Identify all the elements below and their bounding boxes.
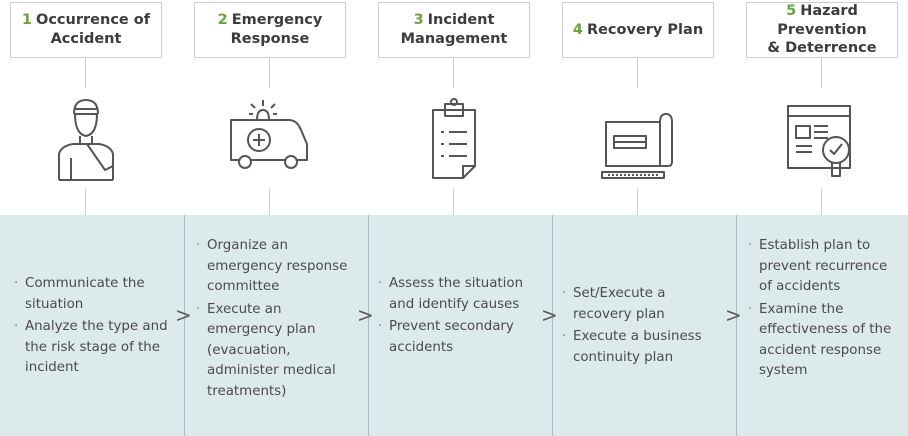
column-divider	[552, 215, 553, 436]
step-arrow: >	[541, 303, 558, 327]
step-title-line2: Response	[230, 31, 310, 47]
connector-line	[85, 188, 86, 215]
step-4-description: Set/Execute a recovery plan Execute a bu…	[562, 284, 722, 370]
inspection-icon	[780, 92, 864, 182]
connector-line	[269, 58, 270, 88]
step-title-line1: Hazard Prevention	[777, 3, 867, 38]
list-item: Examine the effectiveness of the acciden…	[748, 300, 904, 382]
step-1-description: Communicate the situation Analyze the ty…	[14, 274, 174, 381]
list-item: Prevent secondary accidents	[378, 317, 538, 358]
column-divider	[184, 215, 185, 436]
connector-line	[85, 58, 86, 88]
connector-line	[821, 188, 822, 215]
step-3-description: Assess the situation and identify causes…	[378, 274, 538, 360]
list-item: Execute a business continuity plan	[562, 327, 722, 368]
connector-line	[821, 58, 822, 88]
clipboard-icon	[419, 92, 489, 182]
step-number: 2	[217, 12, 228, 29]
step-2-description: Organize an emergency response committee…	[196, 236, 356, 404]
list-item: Assess the situation and identify causes	[378, 274, 538, 315]
list-item: Analyze the type and the risk stage of t…	[14, 317, 174, 379]
column-divider	[368, 215, 369, 436]
step-title-line1: Occurrence of	[36, 12, 151, 29]
step-number: 1	[21, 12, 33, 29]
connector-line	[453, 188, 454, 215]
step-title-line1: Recovery Plan	[586, 21, 704, 38]
step-title-line1: Incident	[427, 12, 495, 29]
connector-line	[269, 188, 270, 215]
step-number: 3	[413, 12, 424, 29]
list-item: Execute an emergency plan (evacuation, a…	[196, 300, 356, 403]
step-number: 4	[572, 21, 583, 38]
ambulance-icon	[227, 92, 313, 182]
connector-line	[453, 58, 454, 88]
step-arrow: >	[725, 303, 742, 327]
injured-person-icon	[51, 92, 121, 182]
step-title-line2: Management	[400, 31, 508, 47]
list-item: Communicate the situation	[14, 274, 174, 315]
step-title-line1: Emergency	[231, 12, 323, 29]
step-5-description: Establish plan to prevent recurrence of …	[748, 236, 904, 384]
connector-line	[637, 58, 638, 88]
step-arrow: >	[357, 303, 374, 327]
step-number: 5	[786, 3, 797, 20]
column-divider	[736, 215, 737, 436]
list-item: Establish plan to prevent recurrence of …	[748, 236, 904, 298]
step-title-line2: Accident	[50, 31, 122, 47]
list-item: Set/Execute a recovery plan	[562, 284, 722, 325]
step-title-line2: & Deterrence	[767, 40, 877, 57]
blueprint-icon	[598, 92, 678, 182]
list-item: Organize an emergency response committee	[196, 236, 356, 298]
step-arrow: >	[175, 303, 192, 327]
connector-line	[637, 188, 638, 215]
